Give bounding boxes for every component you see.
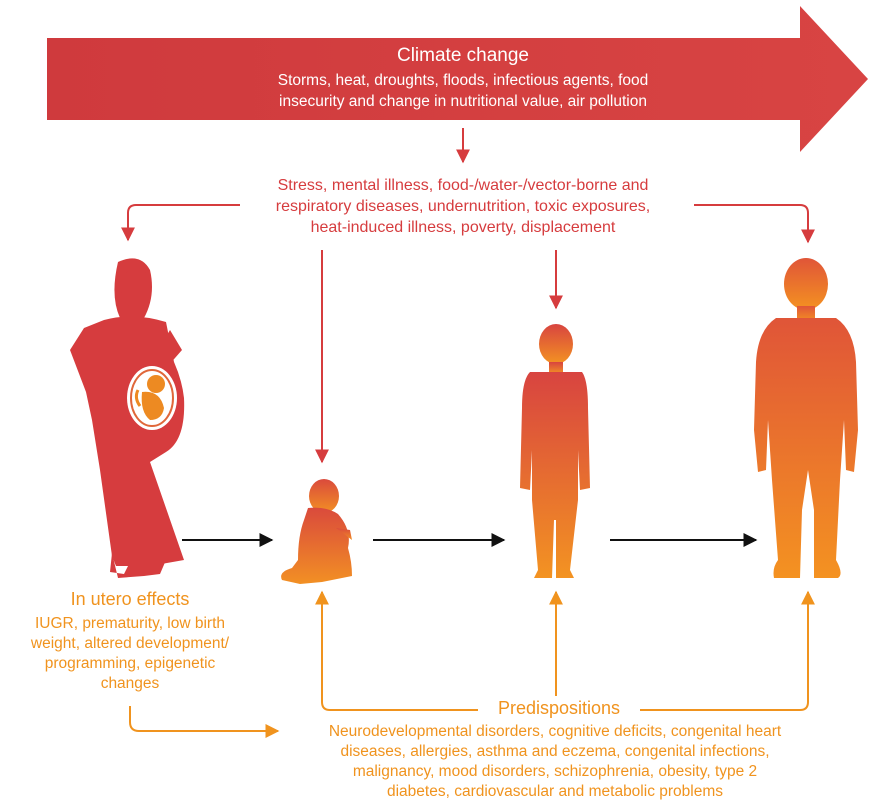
adult-icon <box>754 258 858 578</box>
predispositions-line-4: diabetes, cardiovascular and metabolic p… <box>386 783 723 800</box>
in-utero-line-3: programming, epigenetic <box>44 655 216 672</box>
banner-title: Climate change <box>396 45 530 66</box>
arrow-to-adult <box>694 204 815 244</box>
in-utero-line-1: IUGR, prematurity, low birth <box>34 615 226 632</box>
predispositions-line-3: malignancy, mood disorders, schizophreni… <box>352 763 758 780</box>
stressors-line-3: heat-induced illness, poverty, displacem… <box>310 219 616 236</box>
child-icon <box>520 324 590 578</box>
predispositions-title: Predispositions <box>497 698 621 718</box>
banner-line-2: insecurity and change in nutritional val… <box>279 93 647 110</box>
in-utero-title: In utero effects <box>70 589 190 609</box>
banner-line-1: Storms, heat, droughts, floods, infectio… <box>277 72 649 89</box>
baby-icon <box>281 479 352 584</box>
in-utero-line-2: weight, altered development/ <box>30 635 230 652</box>
arrow-predispositions-to-baby <box>315 590 478 711</box>
arrow-predispositions-to-adult <box>640 590 815 711</box>
climate-arrow <box>47 6 868 152</box>
arrow-in-utero-to-predispositions <box>129 706 280 738</box>
stressors-line-1: Stress, mental illness, food-/water-/vec… <box>277 177 649 194</box>
stressors-line-2: respiratory diseases, undernutrition, to… <box>275 198 651 215</box>
fetus-icon <box>127 366 177 430</box>
in-utero-line-4: changes <box>100 675 160 692</box>
predispositions-line-1: Neurodevelopmental disorders, cognitive … <box>328 723 782 740</box>
predispositions-line-2: diseases, allergies, asthma and eczema, … <box>340 743 770 760</box>
arrow-to-mother <box>121 204 240 242</box>
